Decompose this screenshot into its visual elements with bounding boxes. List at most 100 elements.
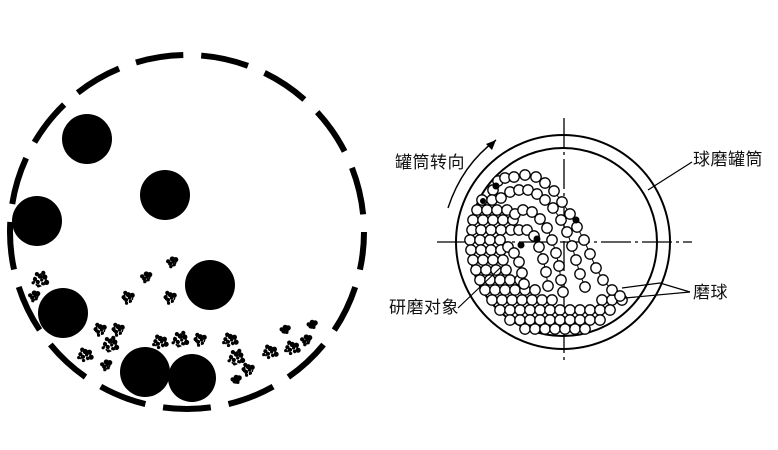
powder-particle-cluster [284, 340, 301, 356]
grinding-ball [481, 204, 493, 216]
grinding-ball [555, 214, 567, 226]
grinding-ball [554, 304, 566, 316]
grinding-ball [584, 248, 596, 260]
grinding-ball [185, 260, 235, 310]
label-ball-mill-drum: 球磨罐筒 [693, 150, 763, 170]
powder-particle-cluster [300, 334, 313, 347]
grinding-ball [553, 260, 565, 272]
grinding-material-particle [480, 198, 486, 204]
grinding-ball [465, 244, 477, 256]
grinding-ball [548, 185, 560, 197]
grinding-ball [561, 226, 573, 238]
grinding-ball [529, 323, 541, 335]
grinding-ball [484, 274, 496, 286]
powder-particle-cluster [166, 256, 179, 269]
powder-particle-cluster [230, 374, 242, 384]
grinding-ball [574, 304, 586, 316]
label-drum-rotation: 罐筒转向 [395, 153, 465, 173]
grinding-ball [569, 323, 581, 335]
powder-particle-cluster [171, 330, 190, 348]
powder-particle-cluster [28, 290, 41, 303]
grinding-ball [571, 221, 583, 233]
right-ball-mill-schematic [437, 118, 693, 362]
grinding-ball [140, 170, 190, 220]
grinding-ball [508, 171, 520, 183]
powder-particle-cluster [100, 359, 113, 372]
left-ball-mill-dashed-drum [7, 52, 367, 412]
grinding-ball [495, 192, 507, 204]
grinding-ball [471, 204, 483, 216]
grinding-ball [542, 280, 554, 292]
grinding-ball [516, 267, 528, 279]
grinding-ball [544, 304, 556, 316]
grinding-ball [570, 254, 582, 266]
grinding-ball [12, 196, 62, 246]
grinding-ball [500, 264, 512, 276]
grinding-ball [564, 208, 576, 220]
grinding-ball [526, 206, 538, 218]
grinding-ball [497, 254, 509, 266]
powder-particle-cluster [222, 332, 239, 348]
grinding-ball [475, 244, 487, 256]
powder-particle-cluster [77, 347, 94, 363]
powder-particle-cluster [152, 334, 169, 350]
grinding-ball [546, 234, 558, 246]
grinding-ball [477, 214, 489, 226]
grinding-ball [484, 234, 496, 246]
grinding-ball [490, 264, 502, 276]
grinding-ball [531, 188, 543, 200]
drum-outer-wall [455, 134, 671, 350]
grinding-ball [574, 268, 586, 280]
grinding-ball [506, 294, 518, 306]
grinding-ball [489, 284, 501, 296]
grinding-ball [566, 240, 578, 252]
grinding-ball [464, 234, 476, 246]
grinding-ball [518, 278, 530, 290]
grinding-ball [550, 247, 562, 259]
grinding-ball [614, 290, 626, 302]
grinding-ball [487, 214, 499, 226]
powder-particle-cluster [111, 322, 125, 337]
grinding-ball [590, 262, 602, 274]
grinding-ball [529, 284, 541, 296]
grinding-material-particle [533, 235, 541, 243]
grinding-ball [556, 196, 568, 208]
grinding-ball [504, 304, 516, 316]
powder-particle-cluster [227, 348, 246, 366]
grinding-ball [494, 274, 506, 286]
grinding-ball [495, 224, 507, 236]
grinding-ball [486, 294, 498, 306]
grinding-ball [557, 286, 569, 298]
grinding-ball [496, 294, 508, 306]
powder-particle-cluster [93, 322, 107, 337]
grinding-ball [497, 214, 509, 226]
grinding-ball [604, 304, 616, 316]
powder-particle-cluster [140, 271, 153, 284]
grinding-ball [536, 294, 548, 306]
grinding-ball [494, 304, 506, 316]
powder-particle-cluster [121, 290, 135, 305]
grinding-ball [584, 304, 596, 316]
grinding-ball [564, 304, 576, 316]
grinding-ball [539, 323, 551, 335]
powder-particle-cluster [262, 344, 279, 360]
grinding-ball [597, 274, 609, 286]
grinding-ball [559, 323, 571, 335]
grinding-ball [539, 177, 551, 189]
grinding-ball [38, 288, 88, 338]
grinding-ball [537, 253, 549, 265]
grinding-material-particle [492, 182, 500, 190]
grinding-ball [519, 169, 531, 181]
grinding-ball [491, 204, 503, 216]
grinding-ball [508, 247, 520, 259]
powder-particle-cluster [241, 362, 255, 377]
grinding-ball [549, 323, 561, 335]
grinding-ball [120, 347, 170, 397]
grinding-ball [594, 314, 606, 326]
powder-particle-cluster [279, 324, 291, 334]
material-leader [457, 267, 501, 309]
grinding-ball [555, 274, 567, 286]
grinding-ball [546, 294, 558, 306]
rotation-arrow-head-icon [486, 140, 496, 150]
